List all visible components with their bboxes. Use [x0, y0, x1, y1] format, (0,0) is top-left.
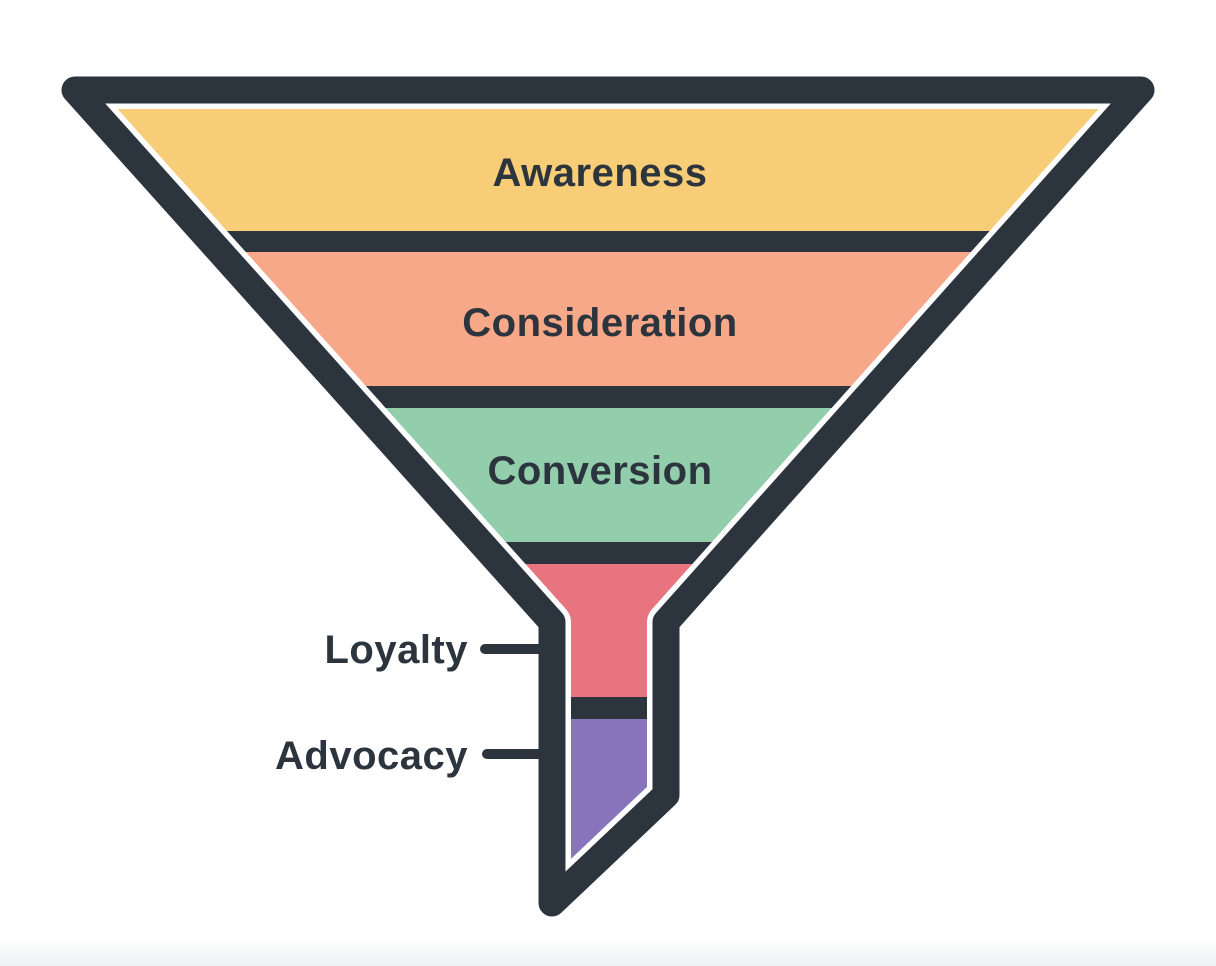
stage-band-awareness [75, 90, 1141, 231]
stage-label-consideration: Consideration [462, 301, 737, 345]
stage-label-awareness: Awareness [492, 151, 707, 195]
stage-divider-2 [75, 386, 1141, 408]
stage-divider-4 [75, 697, 1141, 719]
stage-divider-1 [75, 231, 1141, 252]
stage-divider-3 [75, 542, 1141, 564]
funnel-outline [61, 76, 1155, 917]
stage-label-loyalty: Loyalty [324, 628, 468, 672]
stage-label-conversion: Conversion [487, 449, 712, 493]
stage-label-advocacy: Advocacy [275, 734, 468, 778]
stage-band-loyalty [75, 564, 1141, 697]
